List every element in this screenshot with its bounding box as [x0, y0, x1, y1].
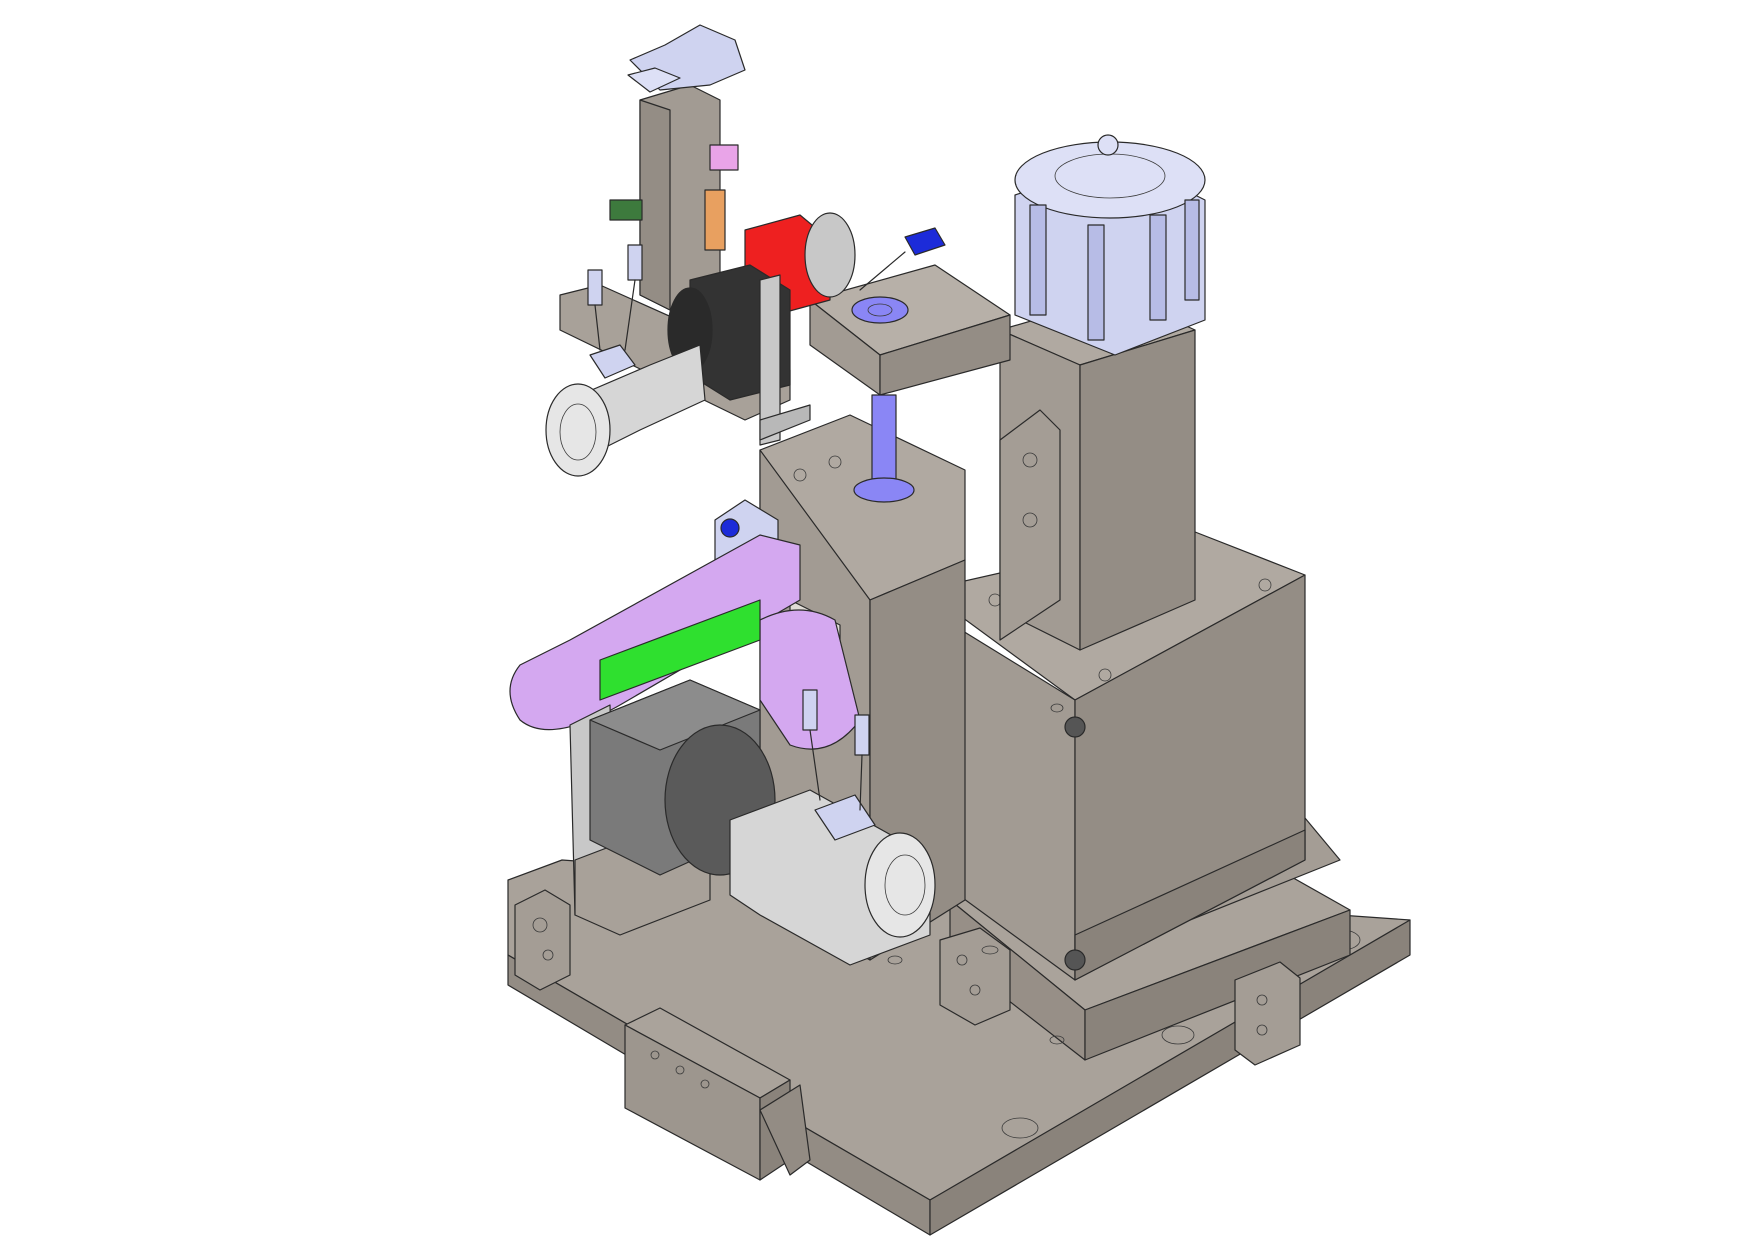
- side-components: [609, 144, 739, 251]
- belt-green: [599, 599, 761, 701]
- guide-shaft: [853, 394, 915, 503]
- l-bracket: [759, 274, 811, 446]
- side-clamp-left[interactable]: [939, 927, 1011, 1026]
- bushing-blue: [851, 296, 909, 324]
- servo-motor-lower[interactable]: [729, 689, 936, 966]
- belt-drive[interactable]: [509, 534, 861, 750]
- air-cylinder[interactable]: [1014, 134, 1206, 356]
- base-clamp-left[interactable]: [514, 889, 571, 991]
- lower-rail[interactable]: [624, 1007, 811, 1181]
- accent-markers: [887, 703, 1065, 1045]
- sensor-bracket[interactable]: [859, 227, 946, 291]
- toggle-clamp[interactable]: [627, 24, 746, 93]
- encoder-box-upper: [589, 344, 636, 379]
- side-clamp-right[interactable]: [1234, 961, 1301, 1066]
- top-platen[interactable]: [809, 264, 1011, 396]
- servo-motor-upper[interactable]: [545, 244, 706, 477]
- column-gusset: [999, 409, 1061, 641]
